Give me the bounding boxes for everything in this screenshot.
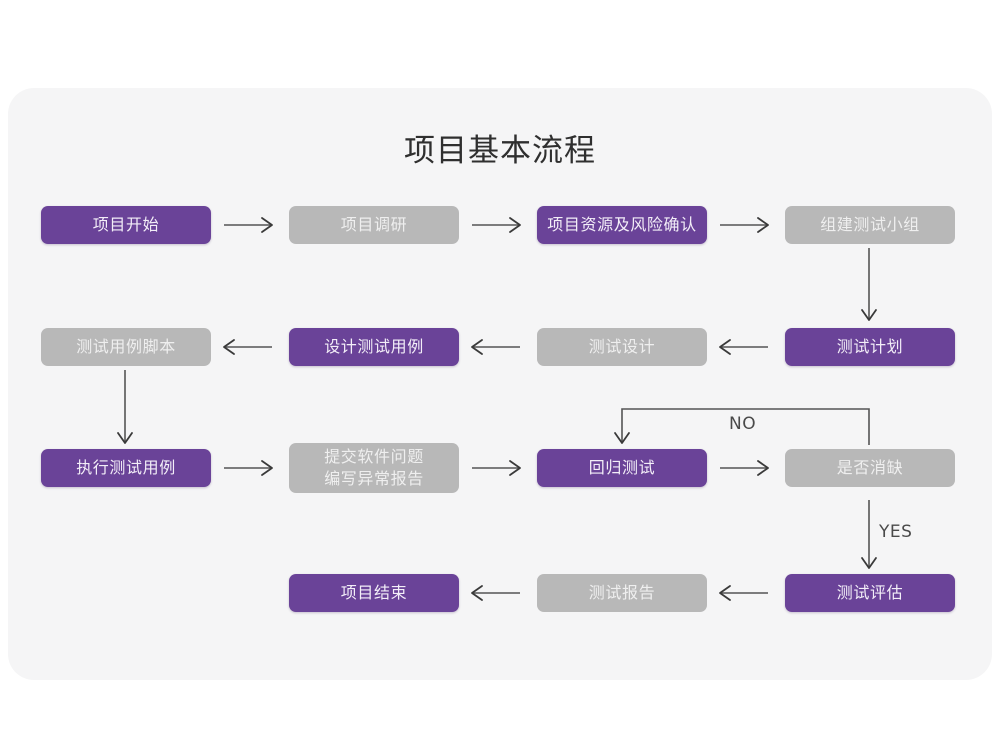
node-design-test-case[interactable]: 设计测试用例 [289,328,459,366]
node-form-test-team[interactable]: 组建测试小组 [785,206,955,244]
page-title: 项目基本流程 [404,133,596,169]
node-test-evaluation[interactable]: 测试评估 [785,574,955,612]
node-execute-test-case[interactable]: 执行测试用例 [41,449,211,487]
node-submit-defect-report[interactable]: 提交软件问题 编写异常报告 [289,443,459,493]
edge-label-yes: YES [879,522,913,542]
edge-label-no: NO [729,414,757,434]
node-project-research[interactable]: 项目调研 [289,206,459,244]
node-test-design[interactable]: 测试设计 [537,328,707,366]
node-resource-risk-confirm[interactable]: 项目资源及风险确认 [537,206,707,244]
node-defect-cleared[interactable]: 是否消缺 [785,449,955,487]
node-test-report[interactable]: 测试报告 [537,574,707,612]
node-project-start[interactable]: 项目开始 [41,206,211,244]
node-project-end[interactable]: 项目结束 [289,574,459,612]
node-test-plan[interactable]: 测试计划 [785,328,955,366]
node-regression-test[interactable]: 回归测试 [537,449,707,487]
node-test-case-script[interactable]: 测试用例脚本 [41,328,211,366]
